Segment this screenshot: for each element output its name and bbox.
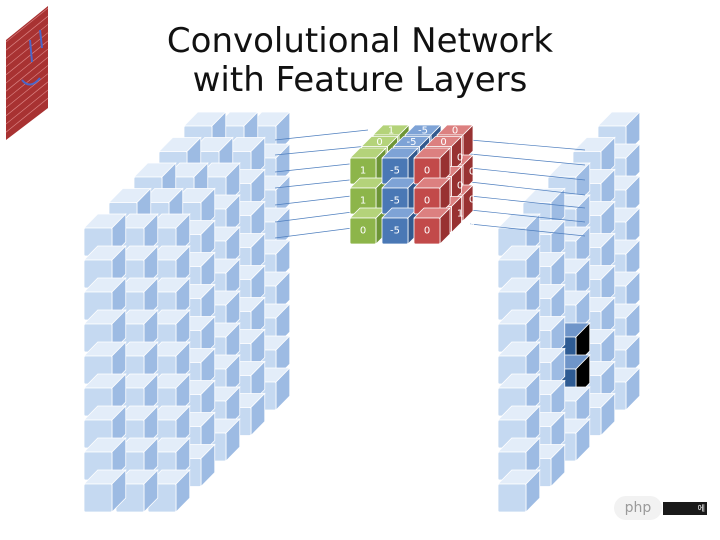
volume-cube (83, 244, 127, 289)
volume-cube (497, 308, 541, 353)
volume-cube (497, 212, 541, 257)
thumbnail-brick-line (5, 81, 49, 117)
title-line-2: with Feature Layers (192, 60, 528, 100)
filter-top-value-blue: -5 (407, 137, 417, 148)
filter-side-value: 0 (457, 153, 463, 164)
cube-front (83, 483, 113, 513)
filter-side-value: 0 (457, 181, 463, 192)
thumbnail-brick-line (5, 56, 49, 92)
watermark-bar: 에 (663, 502, 707, 515)
filter-top-value-green: 1 (388, 126, 394, 137)
filter-value-blue: -5 (390, 196, 400, 207)
filter-cube-blue: -5 (381, 147, 419, 185)
filter-top-value-blue: -5 (418, 126, 428, 137)
input-image-thumbnail (5, 6, 49, 140)
title-line-1: Convolutional Network (166, 21, 554, 61)
filter-value-blue: -5 (390, 166, 400, 177)
filter-value-green: 1 (360, 196, 366, 207)
filter-value-blue: -5 (390, 226, 400, 237)
filter-cube-red: 0 (413, 177, 451, 215)
filter-value-red: 0 (424, 226, 430, 237)
filter-side-value: 1 (457, 209, 463, 220)
filter-value-red: 0 (424, 196, 430, 207)
cube-front (413, 217, 441, 245)
thumbnail-brick-line (5, 73, 49, 108)
thumbnail-brick-line (5, 65, 49, 100)
input-feature-volume (83, 110, 291, 513)
thumbnail-brick-line (5, 89, 49, 125)
volume-cube (83, 308, 127, 353)
filter-cube-blue: -5 (381, 207, 419, 245)
cube-front (381, 217, 409, 245)
filter-side-value: 0 (469, 223, 475, 234)
filter-top-value-green: 0 (376, 137, 382, 148)
connection-line-left (274, 145, 369, 156)
thumbnail-brick-line (5, 48, 49, 84)
volume-cube (497, 404, 541, 449)
filter-cube-red: 0 (413, 147, 451, 185)
page-title: Convolutional Network with Feature Layer… (0, 22, 720, 100)
thumbnail-brick-line (5, 15, 49, 51)
thumbnail-brick-line (5, 7, 49, 43)
cube-front (497, 483, 527, 513)
connection-line-right (469, 167, 586, 181)
filter-value-green: 1 (360, 166, 366, 177)
filter-top-value-red: 0 (452, 126, 458, 137)
filter-value-green: 0 (360, 226, 366, 237)
connection-line-right (469, 223, 586, 237)
output-feature-volume (497, 110, 641, 513)
filter-top-value-red: 0 (440, 137, 446, 148)
filter-value-red: 0 (424, 166, 430, 177)
filter-cube-red: 0 (413, 207, 451, 245)
filter-cube-green: 0 (349, 207, 387, 245)
connection-line-right (469, 181, 586, 196)
cube-front (349, 217, 377, 245)
volume-cube (83, 468, 127, 513)
watermark-badge: php (614, 496, 662, 520)
thumbnail-brick-line (5, 97, 49, 133)
thumbnail-mark (21, 29, 43, 86)
connection-line-right (469, 153, 586, 166)
connection-line-right (469, 209, 586, 223)
connection-line-right (469, 139, 586, 151)
volume-cube (497, 468, 541, 513)
filter-side-value: 0 (469, 195, 475, 206)
connection-line-right (469, 195, 586, 209)
connection-line-left (274, 129, 369, 141)
filter-side-value: 0 (469, 167, 475, 178)
